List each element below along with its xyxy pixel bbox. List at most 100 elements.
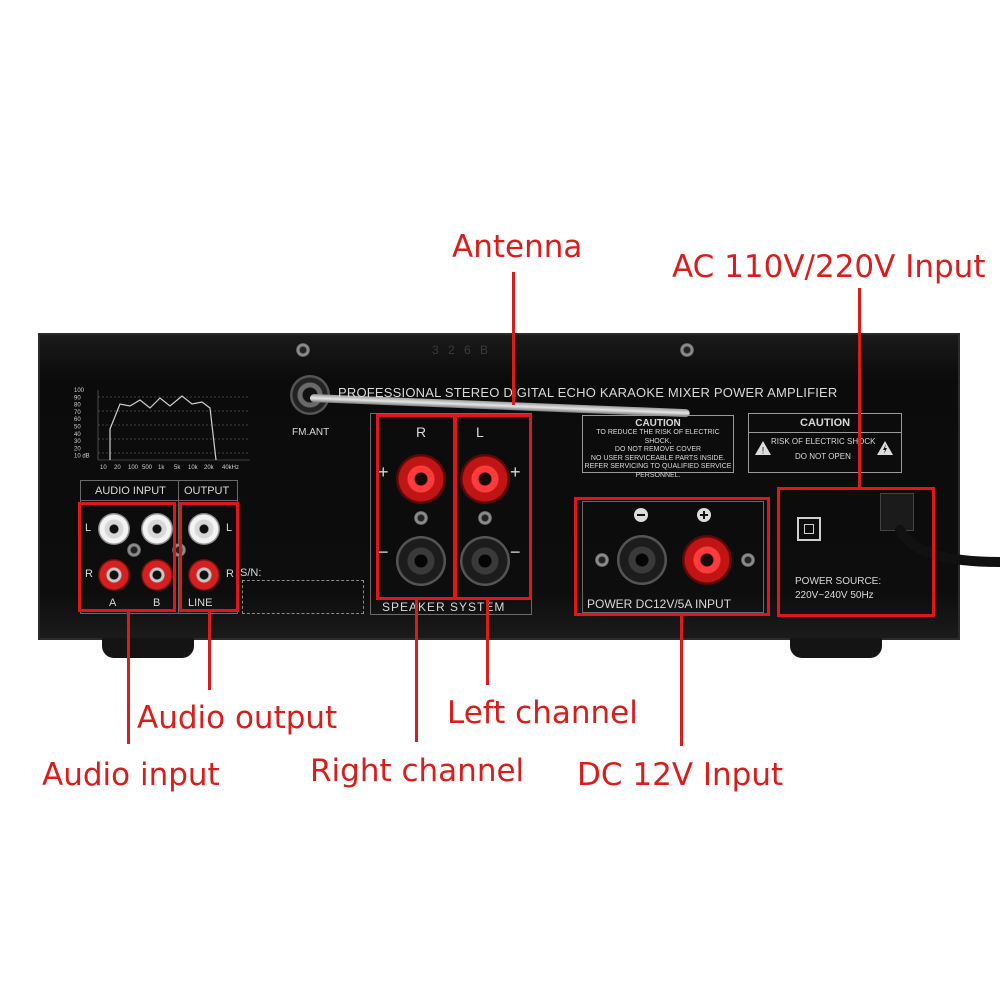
caution-label-2 xyxy=(748,413,902,473)
graph-y-tick: 20 xyxy=(74,446,81,452)
graph-y-tick: 60 xyxy=(74,417,81,423)
input-r-label: R xyxy=(85,568,93,580)
plus-circle-icon xyxy=(697,508,711,522)
graph-y-tick: 40 xyxy=(74,432,81,438)
caution-label-1: CAUTION TO REDUCE THE RISK OF ELECTRIC S… xyxy=(582,415,734,479)
dc-post-positive[interactable] xyxy=(682,535,732,585)
graph-x-tick: 40kHz xyxy=(222,465,239,471)
fm-ant-label: FM.ANT xyxy=(292,427,330,438)
rca-jack-output-right[interactable] xyxy=(188,559,220,591)
graph-y-tick: 80 xyxy=(74,403,81,409)
serial-label: S/N: xyxy=(240,567,262,579)
highlight-audio-input xyxy=(78,502,176,612)
callout-ac-input: AC 110V/220V Input xyxy=(672,249,986,285)
dc-input-panel xyxy=(582,501,764,613)
power-dc-label: POWER DC12V/5A INPUT xyxy=(587,597,732,611)
graph-y-tick: 10 dB xyxy=(74,454,90,460)
rca-jack-output-left[interactable] xyxy=(188,513,220,545)
speaker-r-label: R xyxy=(416,424,427,440)
rca-jack-input-a-left[interactable] xyxy=(98,513,130,545)
leader-antenna xyxy=(512,272,515,405)
graph-y-tick: 70 xyxy=(74,410,81,416)
caution-2-title: CAUTION xyxy=(800,417,851,429)
audio-input-label: AUDIO INPUT xyxy=(95,485,166,497)
warning-triangle-icon: ! xyxy=(755,441,771,456)
output-line-label: LINE xyxy=(188,597,213,609)
foot-left xyxy=(102,638,194,658)
rca-jack-input-b-right[interactable] xyxy=(141,559,173,591)
speaker-post-right-negative[interactable] xyxy=(396,536,446,586)
speaker-post-left-negative[interactable] xyxy=(460,536,510,586)
input-b-label: B xyxy=(153,597,161,609)
speaker-r-plus: + xyxy=(378,462,389,482)
speaker-l-label: L xyxy=(476,424,484,440)
rca-jack-input-b-left[interactable] xyxy=(141,513,173,545)
graph-x-tick: 10 xyxy=(100,465,107,471)
graph-x-tick: 5k xyxy=(174,465,181,471)
io-header-line xyxy=(80,500,238,501)
speaker-post-left-positive[interactable] xyxy=(460,454,510,504)
power-source-value: 220V~240V 50Hz xyxy=(795,590,874,601)
serial-box xyxy=(242,580,364,614)
callout-antenna: Antenna xyxy=(452,229,583,265)
input-a-label: A xyxy=(109,597,117,609)
highlight-left-channel xyxy=(454,414,532,600)
dc-post-negative[interactable] xyxy=(617,535,667,585)
callout-audio-input: Audio input xyxy=(42,757,220,793)
power-cord-plug xyxy=(880,493,914,531)
highlight-audio-output xyxy=(179,502,239,612)
leader-audio-output xyxy=(208,612,211,690)
graph-x-tick: 1k xyxy=(158,465,165,471)
input-l-label: L xyxy=(85,522,92,534)
leader-dc-input xyxy=(680,616,683,746)
lightning-icon xyxy=(877,441,893,455)
screw xyxy=(595,553,609,567)
leader-ac-input xyxy=(858,288,861,488)
power-switch-icon[interactable] xyxy=(797,517,821,541)
screw xyxy=(127,543,141,557)
caution-2-divider xyxy=(748,432,902,433)
speaker-l-plus: + xyxy=(510,462,521,482)
graph-y-tick: 50 xyxy=(74,425,81,431)
svg-text:!: ! xyxy=(762,446,765,456)
speaker-system-label: SPEAKER SYSTEM xyxy=(382,600,506,614)
minus-circle-icon xyxy=(634,508,648,522)
power-cord xyxy=(895,525,1000,567)
graph-y-tick: 90 xyxy=(74,395,81,401)
screw xyxy=(741,553,755,567)
caution-1-line: TO REDUCE THE RISK OF ELECTRIC SHOCK, xyxy=(596,429,720,445)
screw xyxy=(414,511,428,525)
model-number: 3 2 6 B xyxy=(432,343,492,357)
screw xyxy=(296,343,310,357)
graph-x-tick: 500 xyxy=(142,465,153,471)
screw xyxy=(478,511,492,525)
caution-1-line: PERSONNEL. xyxy=(635,471,681,479)
leader-audio-input xyxy=(127,612,130,744)
output-l-label: L xyxy=(226,522,233,534)
caution-2-line1: RISK OF ELECTRIC SHOCK xyxy=(771,437,876,446)
caution-1-line: NO USER SERVICEABLE PARTS INSIDE. xyxy=(590,454,726,462)
callout-right-channel: Right channel xyxy=(310,753,525,789)
graph-x-tick: 20k xyxy=(204,465,215,471)
highlight-right-channel xyxy=(376,414,456,600)
caution-2-line2: DO NOT OPEN xyxy=(795,452,851,461)
graph-y-tick: 100 xyxy=(74,388,85,394)
speaker-post-right-positive[interactable] xyxy=(396,454,446,504)
callout-dc-input: DC 12V Input xyxy=(577,757,784,793)
power-source-label: POWER SOURCE: xyxy=(795,576,882,587)
foot-right xyxy=(790,638,882,658)
callout-audio-output: Audio output xyxy=(137,700,338,736)
caution-1-title: CAUTION xyxy=(635,418,681,429)
graph-y-tick: 30 xyxy=(74,439,81,445)
rca-jack-input-a-right[interactable] xyxy=(98,559,130,591)
output-r-label: R xyxy=(226,568,234,580)
speaker-r-minus: − xyxy=(378,542,389,562)
graph-x-tick: 20 xyxy=(114,465,121,471)
caution-1-line: REFER SERVICING TO QUALIFIED SERVICE xyxy=(584,463,732,470)
highlight-dc-input xyxy=(574,497,770,616)
panel-title: PROFESSIONAL STEREO DIGITAL ECHO KARAOKE… xyxy=(338,385,838,400)
speaker-l-minus: − xyxy=(510,542,521,562)
graph-x-tick: 10k xyxy=(188,465,199,471)
leader-left-channel xyxy=(486,600,489,685)
